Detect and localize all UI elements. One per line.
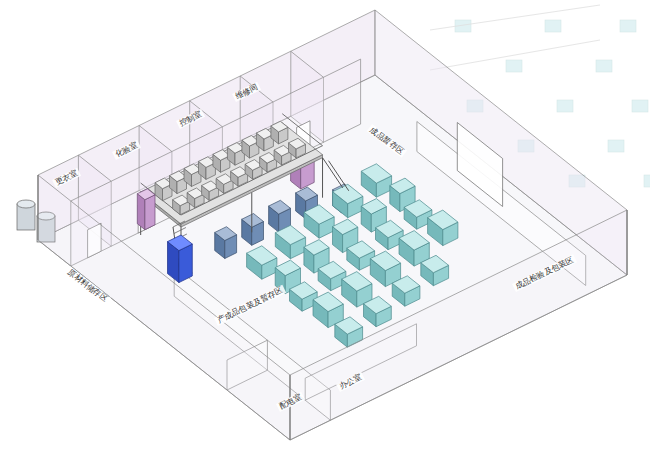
shape: [390, 178, 415, 194]
shape: [38, 175, 290, 440]
wall-line: [174, 228, 186, 234]
area-label: 配电室: [276, 392, 305, 413]
wall-line: [627, 210, 628, 275]
shape: [421, 255, 449, 272]
area-label: 化验室: [112, 140, 141, 161]
shape: [342, 272, 372, 292]
shape: [271, 121, 288, 132]
shape: [71, 59, 361, 266]
area-label: 控制室: [176, 109, 205, 130]
shape: [364, 296, 392, 313]
shape: [318, 261, 346, 278]
shape: [347, 241, 375, 258]
shape: [457, 123, 502, 207]
shape: [304, 240, 329, 256]
shape: [289, 138, 306, 149]
shape: [361, 199, 386, 215]
shape: [370, 251, 400, 271]
area-label: 办公室: [336, 372, 365, 393]
area-label: 更衣室: [52, 168, 81, 189]
shape: [361, 164, 391, 183]
shape: [376, 220, 404, 237]
wall-line: [322, 158, 323, 198]
area-label: 成品暂存区: [366, 124, 407, 158]
shape: [428, 210, 458, 230]
shape: [404, 200, 432, 217]
building: [17, 10, 627, 440]
shape: [290, 282, 318, 299]
shape: [141, 123, 323, 224]
shape: [333, 219, 358, 235]
shape: [137, 189, 155, 200]
shape: [335, 317, 363, 334]
wall-line: [323, 158, 343, 188]
wall-line: [38, 175, 39, 240]
wall-line: [251, 192, 252, 232]
area-label: 成品检验及包装区: [512, 254, 577, 292]
shape: [247, 246, 277, 265]
shape: [242, 214, 264, 228]
wall-line: [173, 221, 185, 227]
shape: [275, 225, 305, 244]
shape: [215, 227, 237, 241]
shape: [181, 155, 323, 227]
shape: [304, 205, 334, 224]
area-label: 原材料储存区: [64, 266, 111, 305]
shape: [313, 292, 343, 312]
shape: [399, 231, 429, 251]
shape: [333, 184, 363, 203]
shape: [275, 260, 300, 276]
wall-line: [329, 161, 349, 191]
shape: [145, 195, 155, 230]
shape: [392, 276, 420, 293]
wall-line: [282, 114, 322, 146]
area-label: 维修间: [232, 82, 261, 103]
area-label: 产成品包装及暂存区: [214, 285, 286, 327]
shape: [168, 235, 193, 251]
shape: [290, 210, 627, 440]
shape: [296, 187, 318, 201]
shape: [269, 200, 291, 214]
